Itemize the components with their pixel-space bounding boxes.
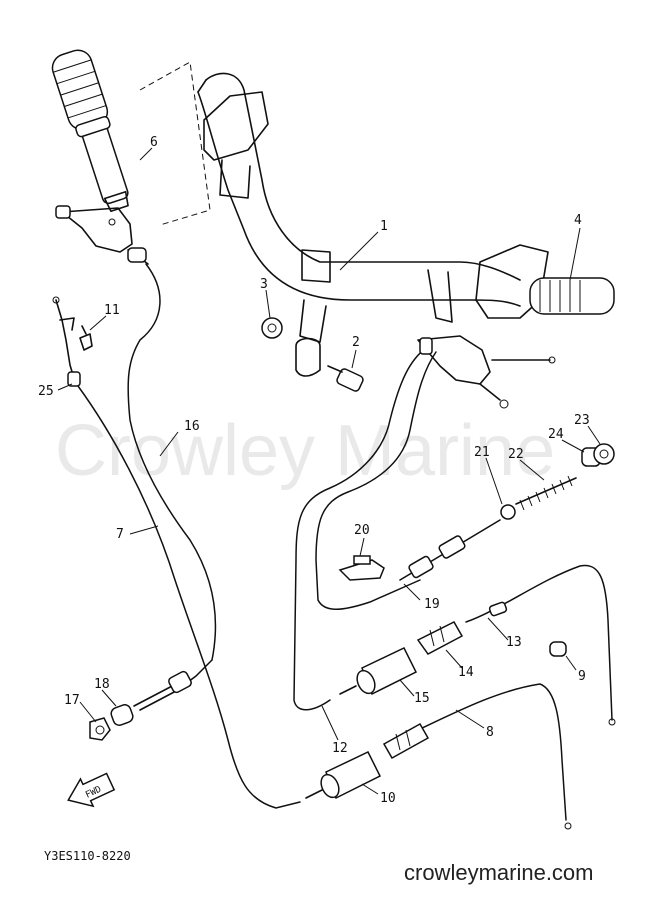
callout-15[interactable]: 15 [414,691,430,706]
part-20-clip[interactable] [338,555,385,581]
part-9-clip[interactable] [549,641,567,657]
callout-8[interactable]: 8 [486,725,494,740]
callout-19[interactable]: 19 [424,597,440,612]
callout-25[interactable]: 25 [38,384,54,399]
part-8-cable[interactable] [417,683,567,821]
callout-24[interactable]: 24 [548,427,564,442]
callout-14[interactable]: 14 [458,665,474,680]
callout-3[interactable]: 3 [260,277,268,292]
callout-21[interactable]: 21 [474,445,490,460]
part-19-fittings[interactable] [399,519,501,581]
callout-13[interactable]: 13 [506,635,522,650]
callout-7[interactable]: 7 [116,527,124,542]
part-19-cable[interactable] [315,351,437,610]
part-25-cable-end[interactable] [52,296,81,387]
part-13-cable[interactable] [465,564,613,721]
fwd-arrow-icon: FWD [67,772,116,808]
part-1-handlebar[interactable] [197,72,549,343]
part-16-cable[interactable] [127,263,217,661]
part-7-cable[interactable] [77,385,301,809]
part-15-sleeve[interactable] [339,647,418,696]
part-12-cable[interactable] [293,347,427,711]
callout-20[interactable]: 20 [354,523,370,538]
part-8-fitting[interactable] [382,722,430,760]
callout-2[interactable]: 2 [352,335,360,350]
callout-23[interactable]: 23 [574,413,590,428]
alignment-guide [139,61,211,226]
callout-6[interactable]: 6 [150,135,158,150]
part-17-nut[interactable] [89,717,111,741]
cable-guide-bracket[interactable] [55,205,149,265]
part-3-nut[interactable] [261,317,283,339]
part-14-fitting[interactable] [416,621,464,655]
callout-18[interactable]: 18 [94,677,110,692]
part-21-washer[interactable] [500,504,516,520]
cable-adjuster-assembly[interactable] [133,670,193,711]
part-11-screw[interactable] [79,325,93,351]
part-22-spring[interactable] [515,475,577,511]
callout-4[interactable]: 4 [574,213,582,228]
leader-lines [57,147,601,795]
part-23-nut[interactable] [593,443,615,465]
part-2-bolt[interactable] [295,337,364,393]
part-4-right-grip[interactable] [529,277,615,315]
footer-site-link[interactable]: crowleymarine.com [404,860,594,885]
callout-22[interactable]: 22 [508,447,524,462]
callout-10[interactable]: 10 [380,791,396,806]
part-6-throttle-grip[interactable] [49,47,138,215]
callout-labels: 6 1 4 3 2 11 25 16 7 20 21 22 24 23 19 1… [38,135,590,806]
throttle-bracket[interactable] [417,335,556,409]
callout-17[interactable]: 17 [64,693,80,708]
diagram-code: Y3ES110-8220 [44,849,131,863]
callout-16[interactable]: 16 [184,419,200,434]
callout-9[interactable]: 9 [578,669,586,684]
part-18-adjuster[interactable] [110,703,135,727]
callout-11[interactable]: 11 [104,303,120,318]
callout-1[interactable]: 1 [380,219,388,234]
callout-12[interactable]: 12 [332,741,348,756]
part-10-sleeve[interactable] [305,751,382,800]
